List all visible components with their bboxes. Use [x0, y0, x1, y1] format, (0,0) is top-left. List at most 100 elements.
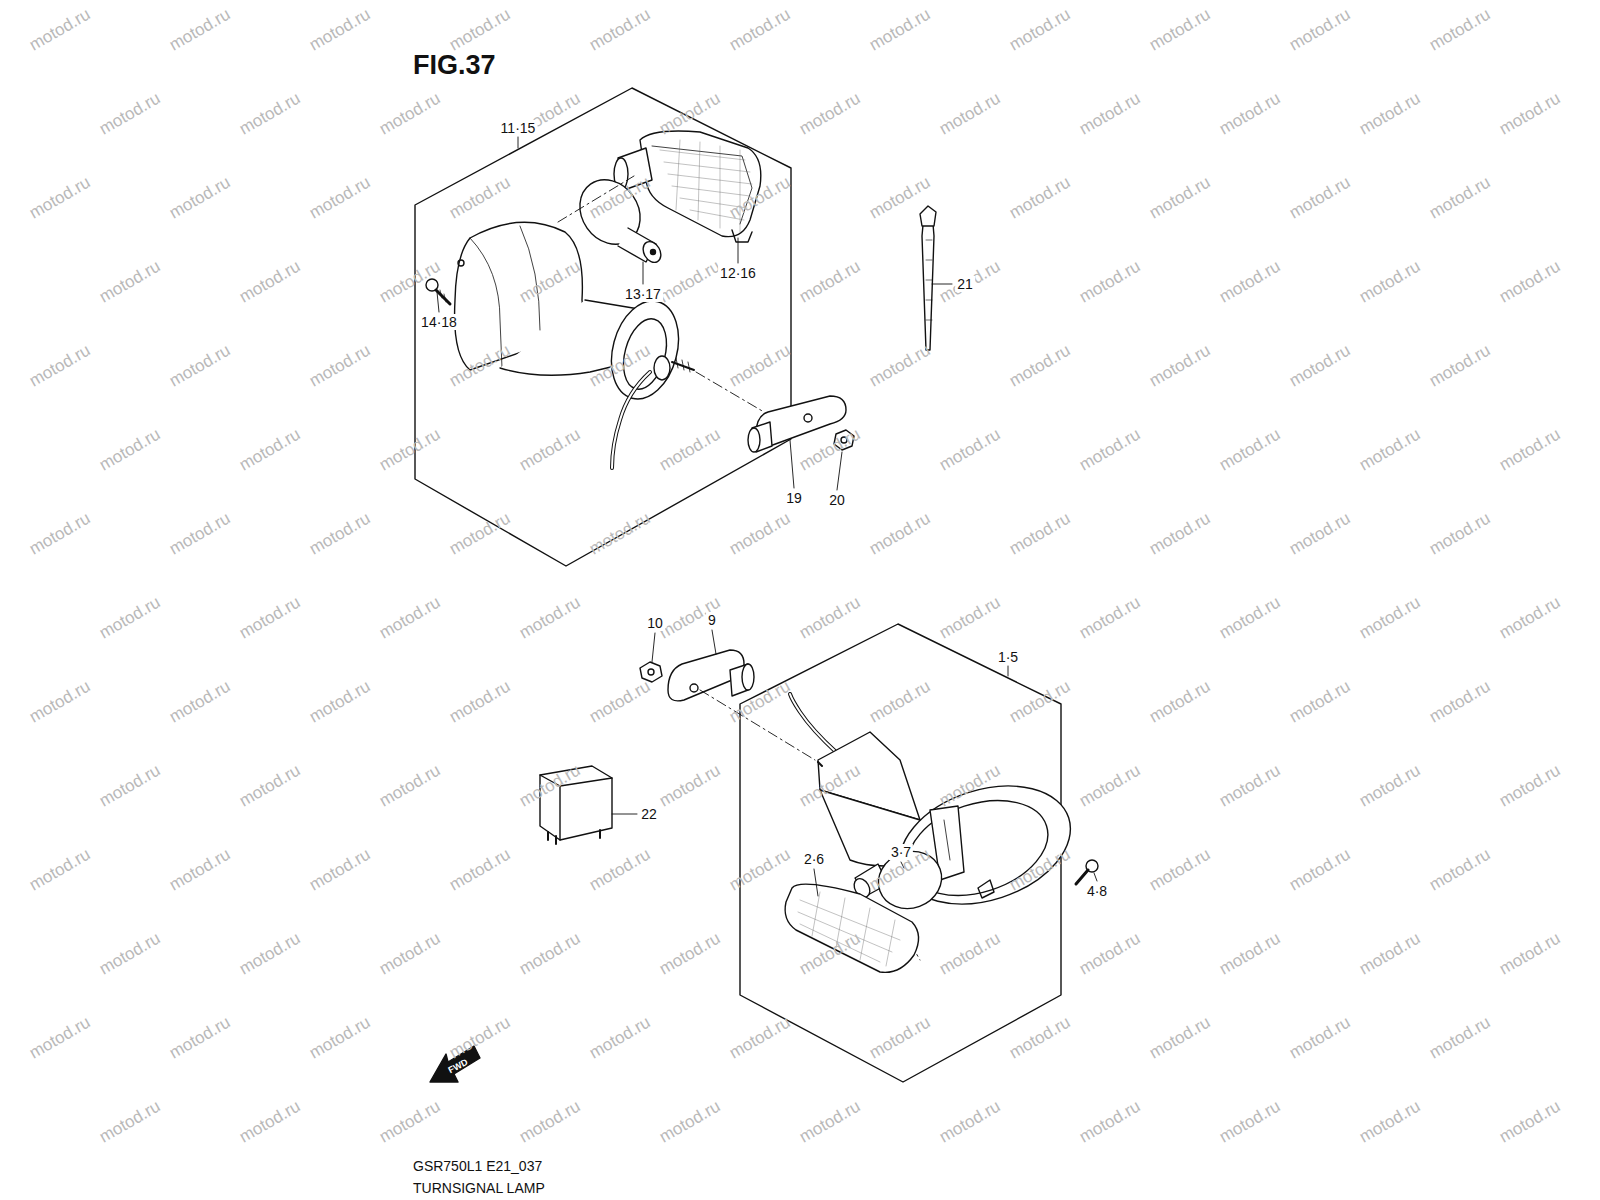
watermark: motod.ru: [866, 509, 934, 560]
watermark: motod.ru: [586, 509, 654, 560]
group-outline: [415, 88, 791, 566]
watermark: motod.ru: [236, 761, 304, 812]
direction-label: FWD: [447, 1057, 470, 1075]
watermark: motod.ru: [26, 677, 94, 728]
watermark: motod.ru: [26, 845, 94, 896]
watermark: motod.ru: [516, 929, 584, 980]
watermark: motod.ru: [26, 1013, 94, 1064]
watermark: motod.ru: [1076, 929, 1144, 980]
watermark: motod.ru: [166, 845, 234, 896]
watermark: motod.ru: [1216, 929, 1284, 980]
watermark: motod.ru: [376, 89, 444, 140]
watermark: motod.ru: [1216, 761, 1284, 812]
watermark: motod.ru: [1006, 341, 1074, 392]
watermark: motod.ru: [1006, 509, 1074, 560]
watermark: motod.ru: [166, 173, 234, 224]
callout-number: 22: [639, 806, 659, 822]
watermark: motod.ru: [1356, 929, 1424, 980]
watermark: motod.ru: [306, 173, 374, 224]
watermark: motod.ru: [1146, 341, 1214, 392]
watermark: motod.ru: [236, 425, 304, 476]
watermark: motod.ru: [236, 593, 304, 644]
callout-number: 12·16: [718, 265, 758, 281]
watermark: motod.ru: [446, 173, 514, 224]
watermark: motod.ru: [376, 593, 444, 644]
watermark: motod.ru: [726, 341, 794, 392]
watermark: motod.ru: [1286, 173, 1354, 224]
watermark: motod.ru: [96, 929, 164, 980]
watermark: motod.ru: [1216, 257, 1284, 308]
watermark: motod.ru: [376, 761, 444, 812]
leader-lines: [437, 137, 1097, 896]
watermark: motod.ru: [376, 929, 444, 980]
watermark: motod.ru: [376, 425, 444, 476]
callout-number: 20: [827, 492, 847, 508]
watermark: motod.ru: [1496, 89, 1564, 140]
watermark: motod.ru: [516, 1097, 584, 1148]
watermark: motod.ru: [306, 341, 374, 392]
watermark: motod.ru: [516, 593, 584, 644]
watermark: motod.ru: [936, 425, 1004, 476]
watermark: motod.ru: [1216, 593, 1284, 644]
watermark: motod.ru: [656, 425, 724, 476]
watermark: motod.ru: [446, 845, 514, 896]
watermark: motod.ru: [1286, 341, 1354, 392]
watermark: motod.ru: [1356, 425, 1424, 476]
watermark: motod.ru: [96, 425, 164, 476]
watermark: motod.ru: [96, 257, 164, 308]
watermark: motod.ru: [1216, 1097, 1284, 1148]
watermark: motod.ru: [796, 593, 864, 644]
watermark: motod.ru: [166, 5, 234, 56]
watermark: motod.ru: [866, 1013, 934, 1064]
watermark: motod.ru: [446, 677, 514, 728]
watermark: motod.ru: [1426, 1013, 1494, 1064]
turn-signal-upper: [426, 131, 936, 468]
drawing-caption: TURNSIGNAL LAMP: [413, 1180, 545, 1196]
watermark: motod.ru: [96, 89, 164, 140]
watermark: motod.ru: [1426, 341, 1494, 392]
watermark: motod.ru: [1076, 89, 1144, 140]
watermark: motod.ru: [306, 5, 374, 56]
watermark: motod.ru: [656, 257, 724, 308]
watermark: motod.ru: [586, 1013, 654, 1064]
callout-number: 21: [955, 276, 975, 292]
watermark: motod.ru: [26, 5, 94, 56]
watermark: motod.ru: [96, 761, 164, 812]
watermark: motod.ru: [1426, 845, 1494, 896]
watermark: motod.ru: [1076, 761, 1144, 812]
watermark: motod.ru: [1496, 257, 1564, 308]
watermark: motod.ru: [236, 929, 304, 980]
callout-number: 4·8: [1085, 883, 1109, 899]
watermark: motod.ru: [1356, 1097, 1424, 1148]
watermark: motod.ru: [446, 5, 514, 56]
watermark: motod.ru: [1146, 1013, 1214, 1064]
watermark: motod.ru: [586, 677, 654, 728]
watermark: motod.ru: [236, 89, 304, 140]
watermark: motod.ru: [376, 1097, 444, 1148]
watermark: motod.ru: [1286, 845, 1354, 896]
watermark: motod.ru: [446, 1013, 514, 1064]
watermark: motod.ru: [236, 1097, 304, 1148]
callout-number: 19: [784, 490, 804, 506]
watermark: motod.ru: [1006, 173, 1074, 224]
watermark: motod.ru: [936, 89, 1004, 140]
watermark: motod.ru: [656, 929, 724, 980]
watermark: motod.ru: [1496, 929, 1564, 980]
watermark: motod.ru: [236, 257, 304, 308]
watermark: motod.ru: [26, 341, 94, 392]
watermark: motod.ru: [1496, 425, 1564, 476]
watermark: motod.ru: [516, 425, 584, 476]
callout-number: 9: [706, 612, 718, 628]
watermark: motod.ru: [306, 1013, 374, 1064]
watermark: motod.ru: [1496, 593, 1564, 644]
watermark: motod.ru: [1146, 5, 1214, 56]
watermark: motod.ru: [1356, 761, 1424, 812]
watermark: motod.ru: [586, 845, 654, 896]
watermark: motod.ru: [306, 509, 374, 560]
watermark: motod.ru: [796, 257, 864, 308]
watermark: motod.ru: [1076, 593, 1144, 644]
watermark: motod.ru: [726, 5, 794, 56]
watermark: motod.ru: [1286, 509, 1354, 560]
watermark: motod.ru: [26, 509, 94, 560]
